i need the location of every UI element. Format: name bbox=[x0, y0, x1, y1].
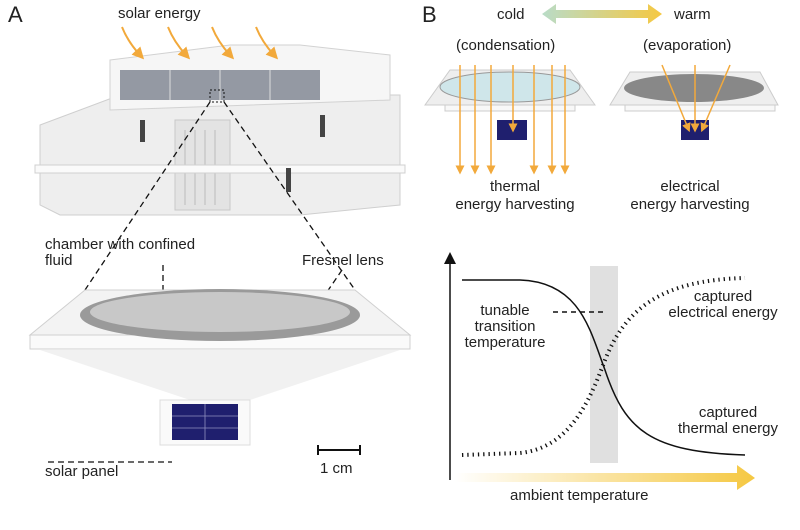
annotation-line2: transition bbox=[474, 318, 536, 335]
warm-label: warm bbox=[674, 6, 711, 23]
condensation-device bbox=[424, 65, 596, 175]
thermal-series-label-line2: thermal energy bbox=[677, 420, 779, 437]
x-axis-arrow bbox=[455, 465, 755, 490]
series-captured-thermal-energy bbox=[462, 279, 746, 456]
solar-energy-arrows bbox=[121, 26, 279, 60]
cold-warm-arrow bbox=[542, 4, 662, 24]
solar-panel-label: solar panel bbox=[45, 463, 119, 480]
thermal-label-line1: thermal bbox=[489, 178, 541, 195]
cold-label: cold bbox=[497, 6, 525, 23]
evaporation-device bbox=[609, 64, 779, 140]
fresnel-lens-label: Fresnel lens bbox=[302, 252, 384, 269]
evaporation-label: (evaporation) bbox=[643, 37, 732, 54]
electrical-series-label-line2: electrical energy bbox=[668, 304, 778, 321]
electrical-label-line2: energy harvesting bbox=[630, 196, 750, 213]
fresnel-lens-device bbox=[28, 289, 412, 446]
building-illustration bbox=[34, 44, 406, 216]
panel-a-label: A bbox=[8, 2, 23, 27]
electrical-series-label-line1: captured bbox=[693, 288, 753, 305]
chart bbox=[444, 252, 755, 490]
scale-bar bbox=[317, 445, 361, 455]
chamber-label-line1: chamber with confined bbox=[45, 236, 196, 253]
x-axis-label: ambient temperature bbox=[510, 487, 649, 504]
thermal-series-label-line1: captured bbox=[698, 404, 758, 421]
annotation-line3: temperature bbox=[464, 334, 546, 351]
solar-energy-label: solar energy bbox=[118, 5, 201, 22]
thermal-label-line2: energy harvesting bbox=[455, 196, 575, 213]
annotation-line1: tunable bbox=[480, 302, 530, 319]
chamber-label-line2: fluid bbox=[45, 252, 73, 269]
condensation-label: (condensation) bbox=[456, 37, 556, 54]
transition-band bbox=[590, 266, 618, 463]
scale-bar-label: 1 cm bbox=[320, 460, 353, 477]
panel-b-label: B bbox=[422, 2, 437, 27]
series-captured-electrical-energy bbox=[461, 276, 746, 457]
electrical-label-line1: electrical bbox=[660, 178, 720, 195]
